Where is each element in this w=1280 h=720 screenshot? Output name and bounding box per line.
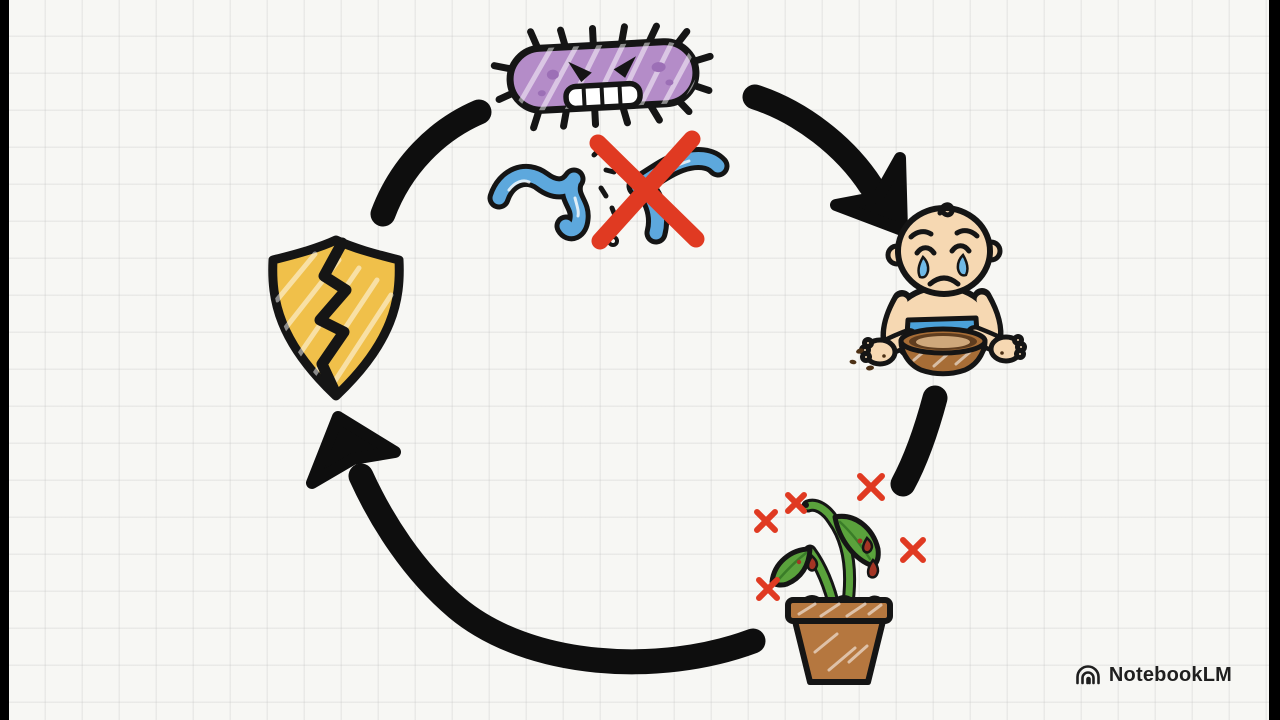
empty-bowl-icon (898, 326, 988, 377)
notebooklm-logo-icon (1076, 664, 1100, 684)
plant-pot (785, 597, 893, 685)
broken-shield-icon (268, 235, 404, 401)
arrow-plant-to-shield (306, 411, 766, 675)
arrow-bacteria-to-baby (742, 84, 908, 236)
watermark-label: NotebookLM (1108, 664, 1232, 686)
wilted-plant-icon (754, 473, 926, 685)
red-x-marks (754, 473, 926, 601)
broken-antibody-icon (487, 130, 730, 250)
angry-bacteria-icon (490, 22, 714, 132)
gritted-teeth-mouth (563, 80, 643, 112)
red-cross-icon (589, 130, 705, 250)
notebooklm-watermark: NotebookLM (1075, 664, 1232, 687)
arrow-baby-to-plant (890, 385, 948, 497)
crying-baby-icon (849, 202, 1027, 377)
arrow-shield-to-bacteria (370, 99, 492, 227)
cycle-diagram (268, 22, 1027, 685)
whiteboard-canvas: NotebookLM (9, 0, 1269, 720)
